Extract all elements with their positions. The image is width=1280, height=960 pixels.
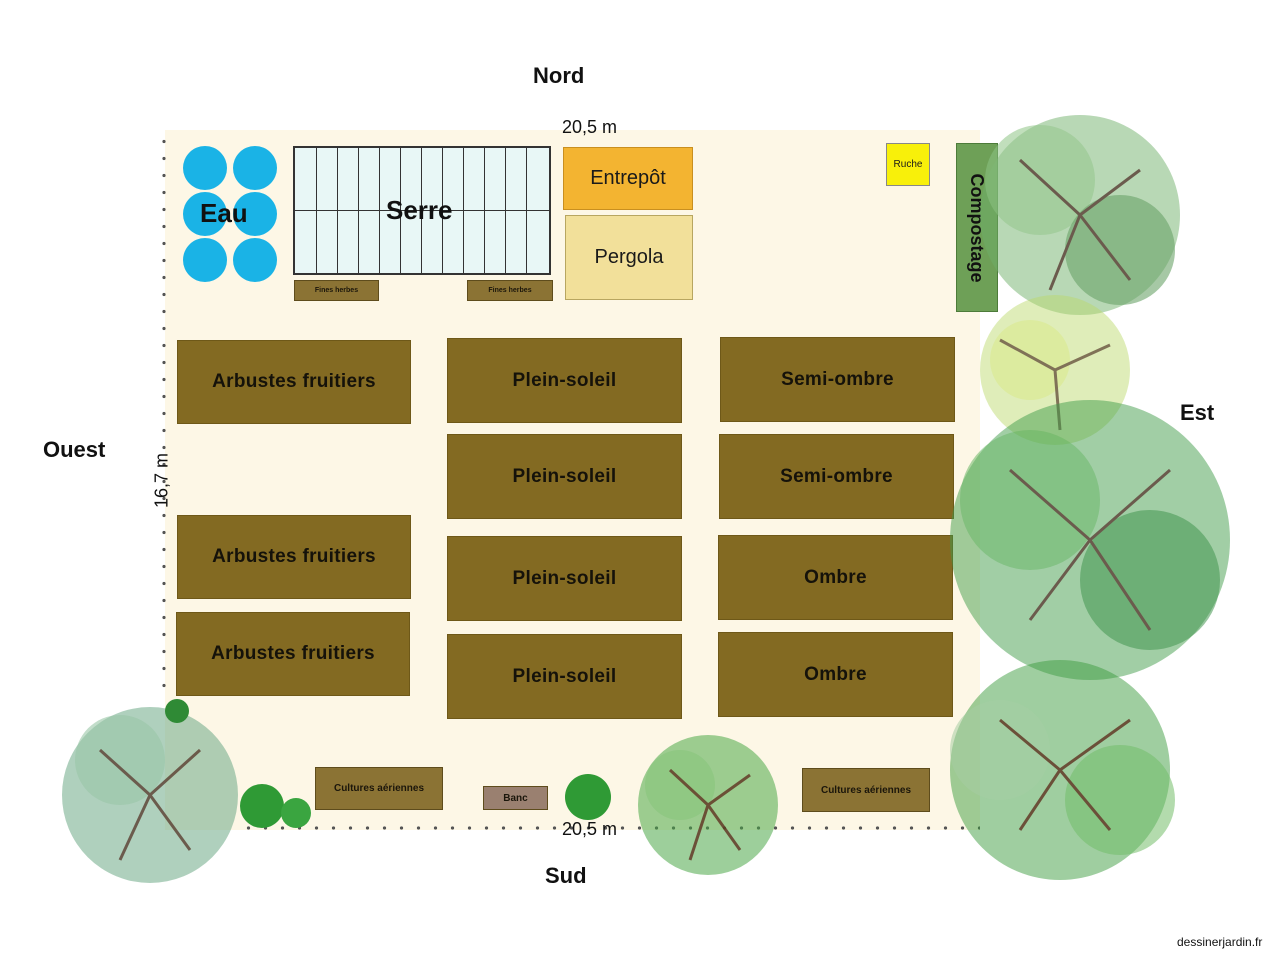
north-label: Nord <box>533 63 585 88</box>
shrub-icon <box>165 699 189 723</box>
herbs-bed-right: Fines herbes <box>467 280 553 301</box>
bed-fruit-shrubs: Arbustes fruitiers <box>176 612 410 696</box>
shrub-icon <box>240 784 284 828</box>
beehive: Ruche <box>886 143 930 186</box>
bed-full-sun: Plein-soleil <box>447 434 682 519</box>
bed-full-sun: Plein-soleil <box>447 634 682 719</box>
west-label: Ouest <box>43 437 106 462</box>
shrub-icon <box>565 774 611 820</box>
bed-fruit-shrubs: Arbustes fruitiers <box>177 340 411 424</box>
water-tank <box>233 192 277 236</box>
bed-partial-shade: Semi-ombre <box>720 337 955 422</box>
bed-full-sun: Plein-soleil <box>447 338 682 423</box>
bed-aerial-crops-right: Cultures aériennes <box>802 768 930 812</box>
tree-icon <box>980 295 1130 445</box>
bed-shade: Ombre <box>718 535 953 620</box>
bench: Banc <box>483 786 548 810</box>
water-tank <box>183 146 227 190</box>
west-boundary <box>162 133 166 693</box>
east-label: Est <box>1180 400 1215 425</box>
water-tank <box>233 146 277 190</box>
site-credit[interactable]: dessinerjardin.fr <box>1177 935 1263 949</box>
bed-full-sun: Plein-soleil <box>447 536 682 621</box>
dimension-top: 20,5 m <box>562 117 618 137</box>
tree-icon <box>980 115 1180 315</box>
greenhouse <box>293 146 551 275</box>
water-tank <box>183 192 227 236</box>
water-tank <box>183 238 227 282</box>
bed-partial-shade: Semi-ombre <box>719 434 954 519</box>
tree-icon <box>638 735 778 875</box>
tree-icon <box>950 400 1230 680</box>
water-label: Eau <box>200 198 248 228</box>
shrub-icon <box>281 798 311 828</box>
storage-shed: Entrepôt <box>563 147 693 210</box>
greenhouse-label: Serre <box>386 195 453 225</box>
pergola: Pergola <box>565 215 693 300</box>
tree-icon <box>62 707 238 883</box>
bed-shade: Ombre <box>718 632 953 717</box>
bed-aerial-crops-left: Cultures aériennes <box>315 767 443 810</box>
south-label: Sud <box>545 863 587 888</box>
tree-icon <box>950 660 1175 880</box>
south-boundary <box>240 826 980 830</box>
herbs-bed-left: Fines herbes <box>294 280 379 301</box>
bed-fruit-shrubs: Arbustes fruitiers <box>177 515 411 599</box>
dimension-bottom: 20,5 m <box>562 819 618 839</box>
water-tank <box>233 238 277 282</box>
